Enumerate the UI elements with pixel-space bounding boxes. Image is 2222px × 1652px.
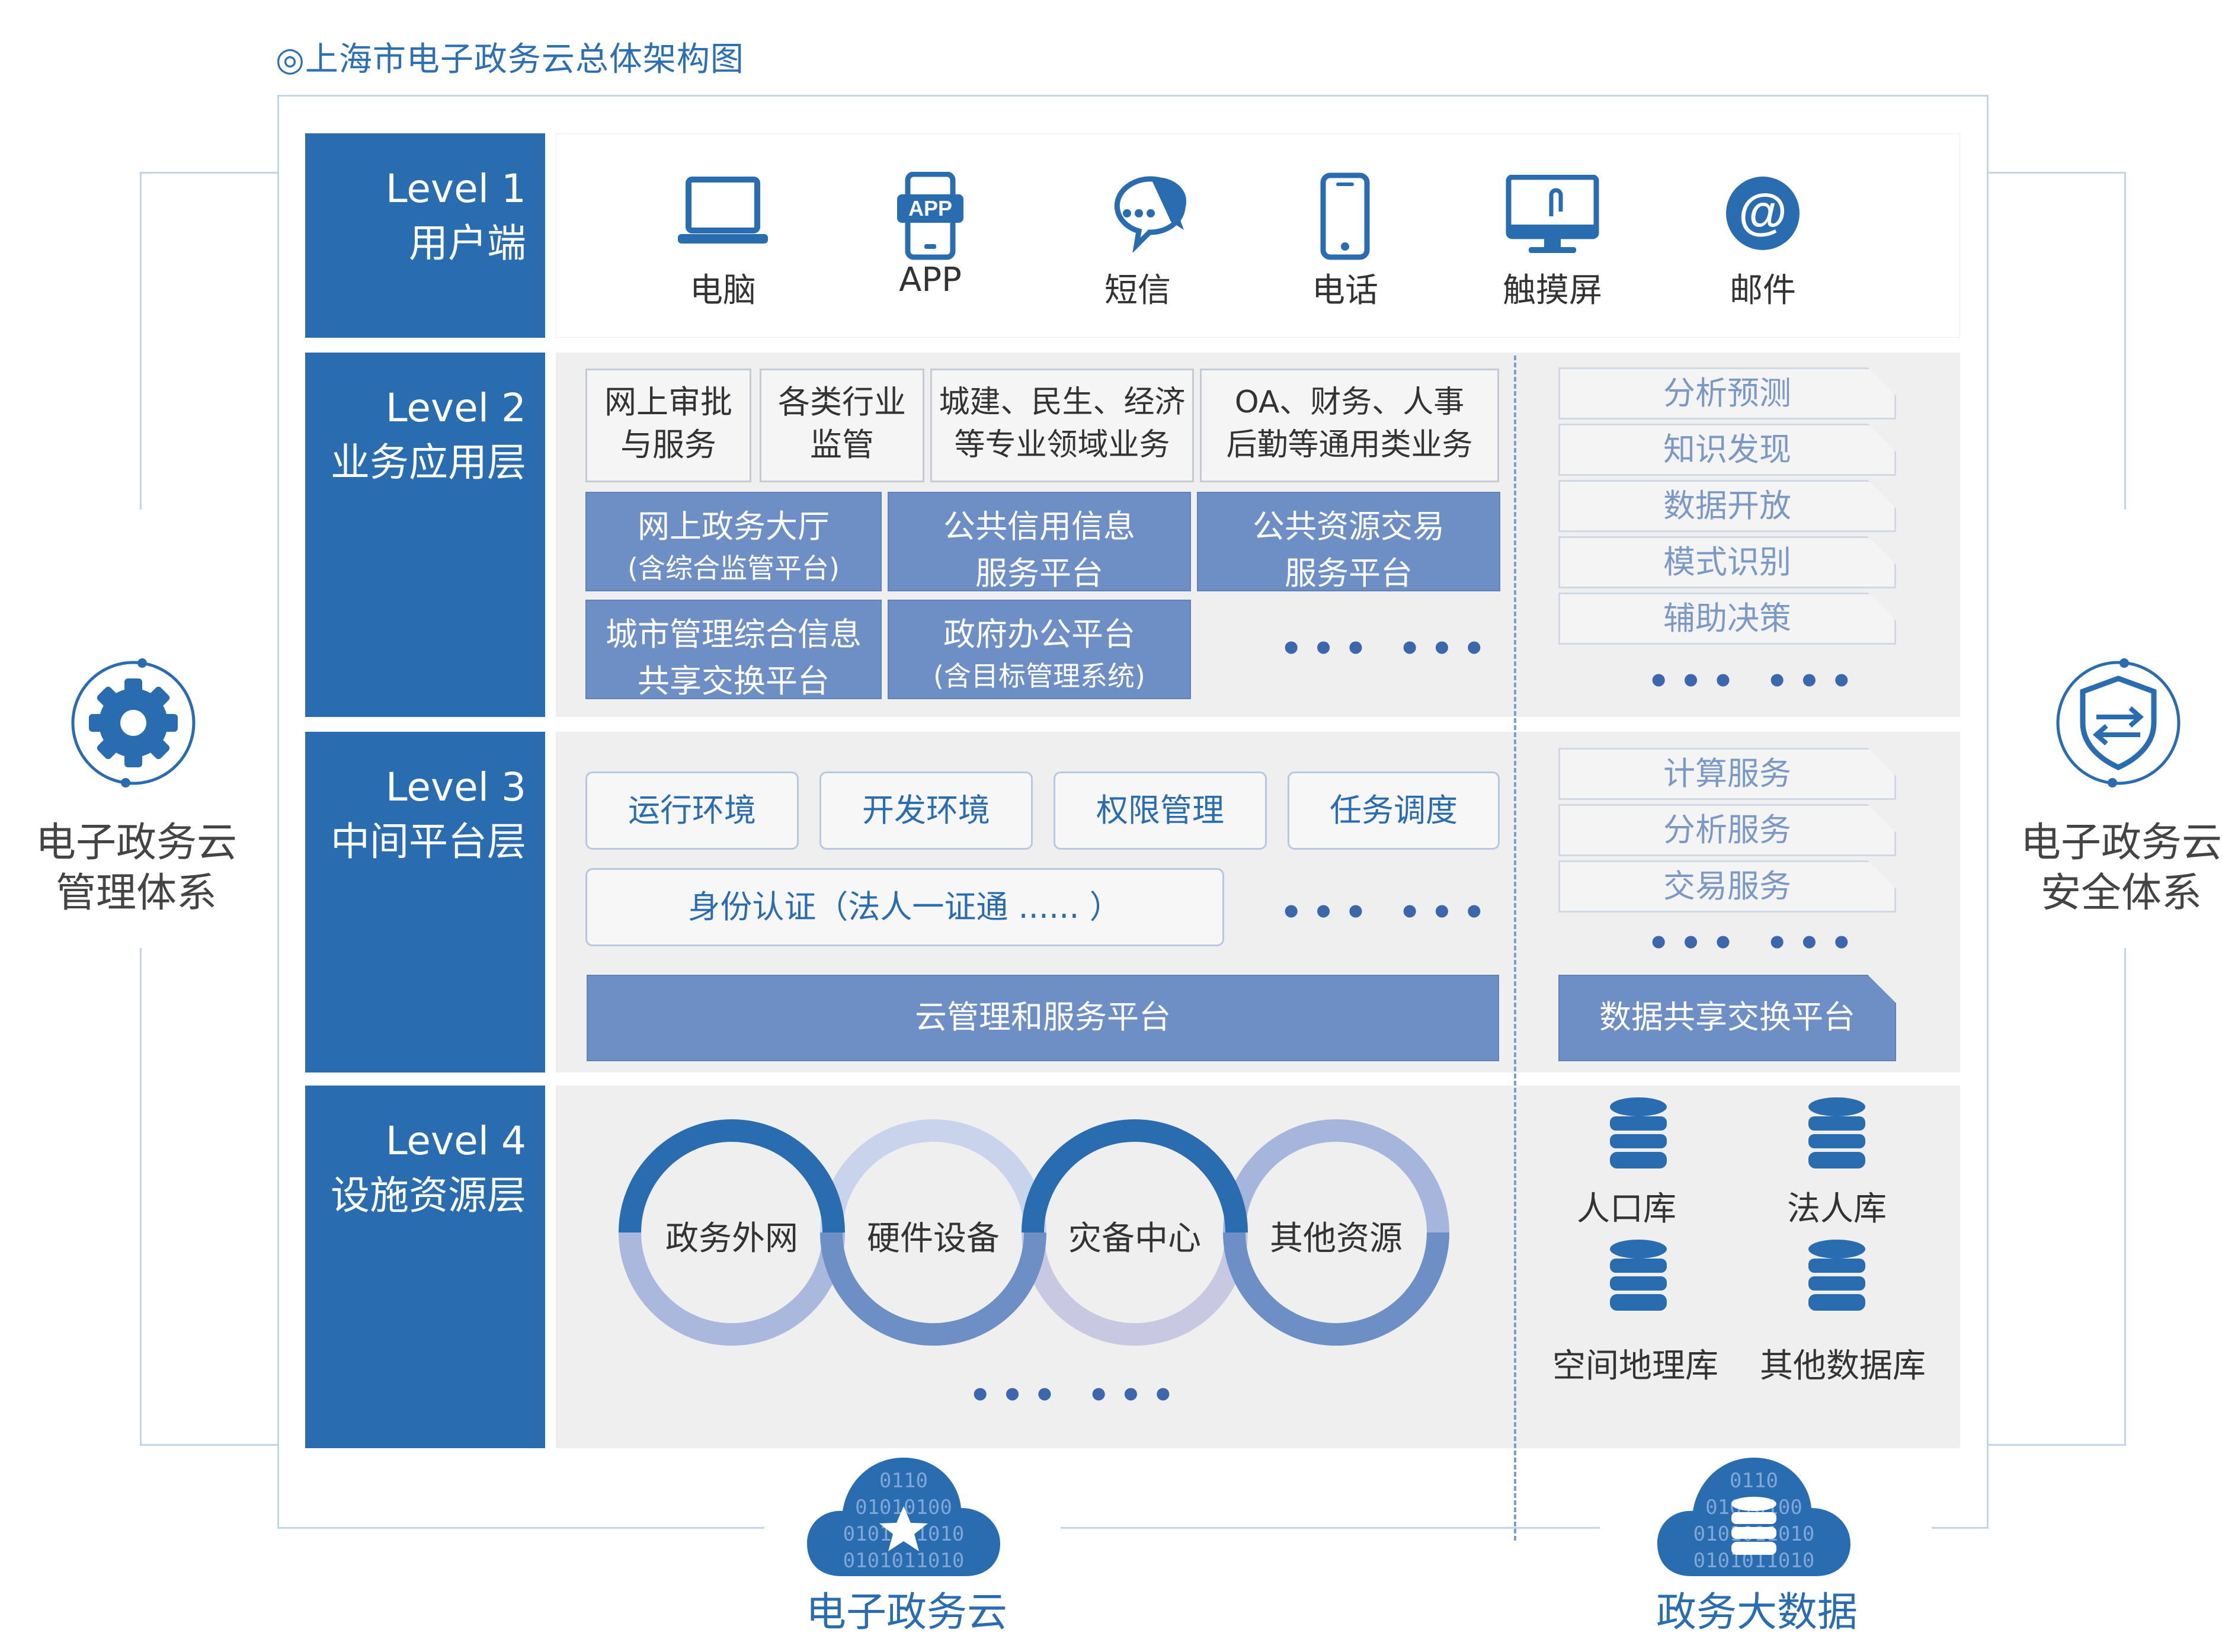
right-security-label: 电子政务云安全体系 [2020, 819, 2222, 917]
cloud-management-platform: 云管理和服务平台 [587, 975, 1499, 1061]
platform-public-credit: 公共信用信息服务平台 [888, 492, 1191, 592]
touch-screen-icon [1506, 175, 1599, 253]
analytics-decision: 辅助决策 [1558, 593, 1896, 645]
app-phone-icon: APP [897, 172, 963, 260]
left-management-label: 电子政务云管理体系 [35, 819, 237, 917]
permission-management: 权限管理 [1054, 771, 1267, 850]
svg-text:0110: 0110 [879, 1469, 928, 1493]
shield-icon [2056, 658, 2181, 787]
platform-city-management: 城市管理综合信息共享交换平台 [585, 600, 882, 700]
identity-authentication: 身份认证（法人一证通 ...... ） [585, 868, 1224, 946]
infrastructure-rings [619, 1119, 1449, 1346]
ring-other-resources: 其他资源 [1270, 1219, 1403, 1258]
database-icon [1808, 1240, 1865, 1311]
svg-text:0110: 0110 [1730, 1469, 1778, 1493]
main-frame [277, 95, 1989, 1529]
database-icon [1610, 1240, 1667, 1311]
db-legal-person: 法人库 [1787, 1190, 1887, 1228]
mobile-phone-icon [1320, 172, 1370, 260]
email-at-icon: @ [1726, 177, 1800, 250]
services-more: ••• ••• [1647, 923, 1862, 964]
level-4-header: Level 4 设施资源层 [305, 1086, 545, 1448]
right-bracket [1989, 172, 2126, 1446]
big-data-cloud-icon: 0110 01010100 0101011010 0101011010 [1657, 1458, 1850, 1576]
gov-cloud-icon: 0110 01010100 0101011010 0101011010 [807, 1458, 1000, 1576]
infrastructure-more: ••• ••• [969, 1375, 1184, 1416]
terminal-label-phone: 电话 [1312, 271, 1378, 310]
service-trading: 交易服务 [1558, 860, 1896, 913]
big-data-divider [1514, 356, 1516, 1541]
db-spatial: 空间地理库 [1552, 1347, 1718, 1385]
analytics-pattern: 模式识别 [1558, 536, 1896, 588]
platform-online-hall: 网上政务大厅(含综合监管平台) [585, 492, 882, 591]
service-analysis: 分析服务 [1558, 804, 1896, 856]
bottom-label-big-data: 政务大数据 [1656, 1589, 1858, 1636]
database-icon [1610, 1097, 1667, 1168]
svg-text:0101011010: 0101011010 [843, 1549, 965, 1573]
db-population: 人口库 [1577, 1190, 1676, 1228]
app-industry-supervision: 各类行业监管 [760, 369, 924, 482]
bottom-label-gov-cloud: 电子政务云 [805, 1589, 1007, 1636]
ring-gov-extranet: 政务外网 [665, 1219, 798, 1258]
svg-text:APP: APP [908, 196, 952, 220]
analytics-data-open: 数据开放 [1558, 480, 1896, 532]
analytics-more: ••• ••• [1647, 661, 1862, 702]
level-1-header: Level 1 用户端 [305, 133, 545, 338]
terminal-label-pc: 电脑 [690, 271, 756, 310]
chat-bubble-icon [1114, 176, 1187, 254]
analytics-knowledge: 知识发现 [1558, 424, 1896, 476]
svg-text:@: @ [1738, 184, 1787, 239]
diagram-title: ◎上海市电子政务云总体架构图 [276, 40, 744, 79]
analytics-forecast: 分析预测 [1558, 367, 1896, 420]
middle-more: ••• ••• [1280, 892, 1495, 933]
level-1-panel [556, 133, 1960, 338]
gear-icon [71, 658, 196, 787]
ring-disaster-recovery: 灾备中心 [1068, 1219, 1201, 1258]
terminal-label-sms: 短信 [1104, 271, 1171, 310]
app-domain-business: 城建、民生、经济等专业领域业务 [930, 369, 1194, 482]
platforms-more: ••• ••• [1280, 628, 1495, 670]
laptop-icon [678, 177, 768, 244]
terminal-label-app: APP [899, 261, 962, 299]
platform-public-resource: 公共资源交易服务平台 [1197, 492, 1500, 592]
left-bracket [140, 172, 277, 1446]
db-other: 其他数据库 [1760, 1347, 1926, 1385]
env-runtime: 运行环境 [585, 771, 799, 850]
level-3-header: Level 3 中间平台层 [305, 732, 545, 1072]
ring-hardware: 硬件设备 [867, 1219, 1000, 1258]
service-compute: 计算服务 [1558, 748, 1896, 800]
task-scheduling: 任务调度 [1288, 771, 1500, 850]
database-icon [1808, 1097, 1865, 1168]
terminal-label-touch: 触摸屏 [1503, 271, 1602, 310]
level-2-header: Level 2 业务应用层 [305, 353, 545, 717]
platform-gov-office: 政府办公平台(含目标管理系统) [888, 600, 1191, 699]
data-exchange-platform: 数据共享交换平台 [1558, 975, 1896, 1061]
app-general-business: OA、财务、人事后勤等通用类业务 [1200, 369, 1499, 482]
terminal-label-email: 邮件 [1730, 271, 1796, 310]
env-dev: 开发环境 [819, 771, 1033, 850]
app-online-approval: 网上审批与服务 [585, 369, 751, 482]
